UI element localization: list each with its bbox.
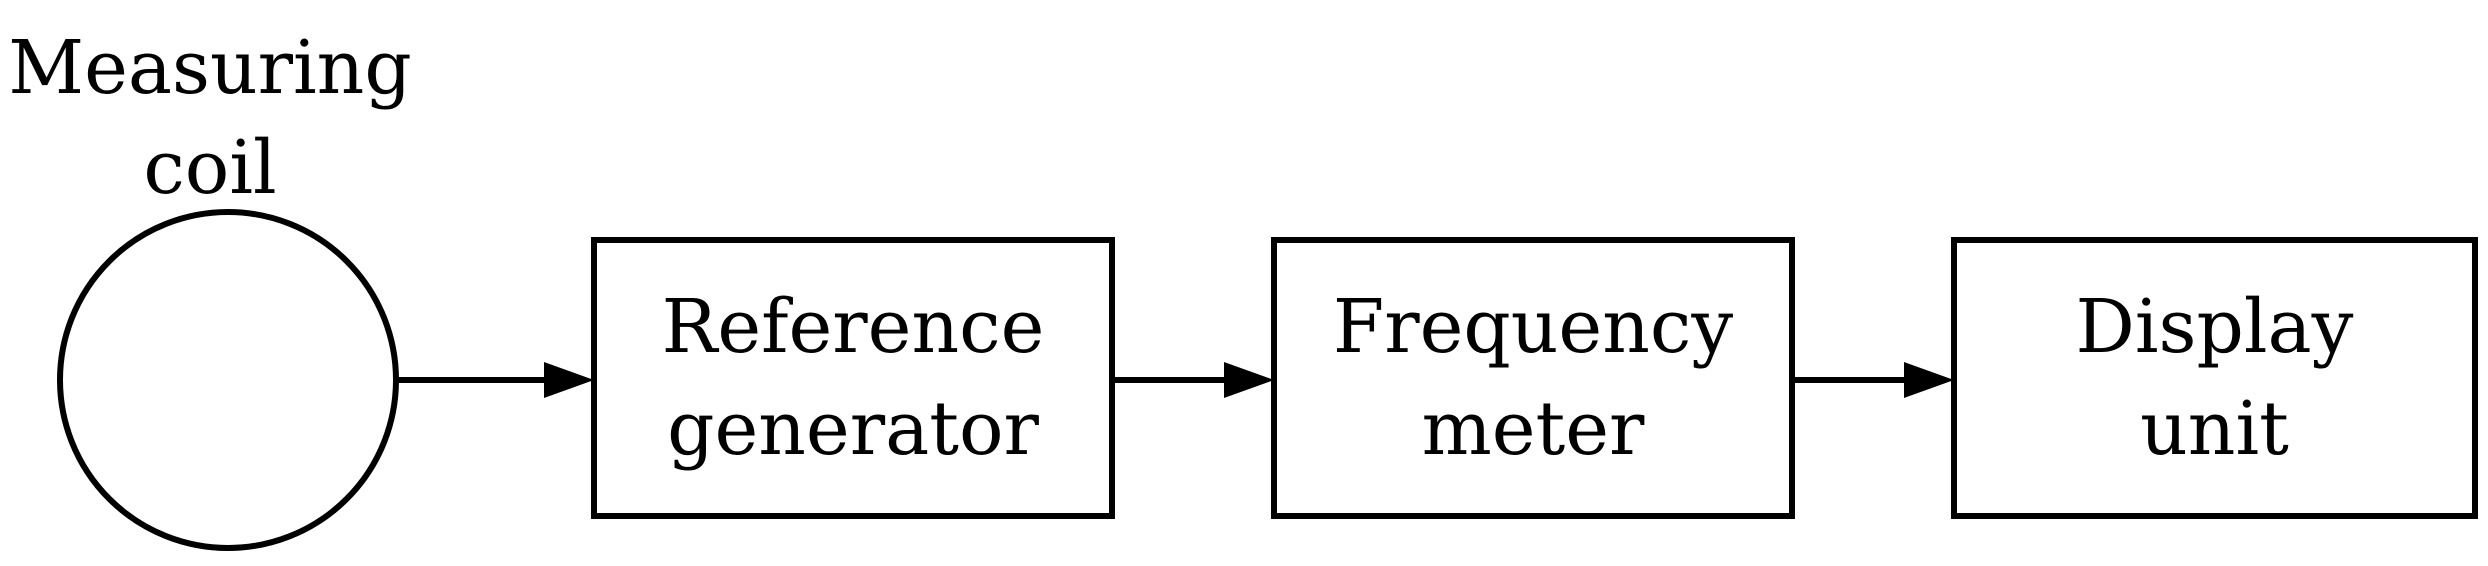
measuring-coil-label: Measuring coil [0, 18, 420, 218]
reference-generator-block: Reference generator [591, 237, 1115, 519]
arrowhead-coil-to-generator [544, 362, 594, 398]
measuring-coil-circle [57, 209, 399, 551]
measuring-coil-label-line1: Measuring [8, 25, 412, 111]
arrowhead-meter-to-display [1904, 362, 1954, 398]
arrowhead-generator-to-meter [1224, 362, 1274, 398]
block-label-line2: generator [667, 386, 1039, 472]
block-label-line2: unit [2140, 386, 2289, 472]
frequency-meter-block: Frequency meter [1271, 237, 1795, 519]
block-label-line1: Reference [661, 284, 1045, 370]
display-unit-block: Display unit [1951, 237, 2478, 519]
measuring-coil-label-line2: coil [143, 125, 277, 211]
block-label-line1: Frequency [1332, 284, 1734, 370]
block-label-line2: meter [1421, 386, 1645, 472]
block-label-line1: Display [2075, 284, 2354, 370]
